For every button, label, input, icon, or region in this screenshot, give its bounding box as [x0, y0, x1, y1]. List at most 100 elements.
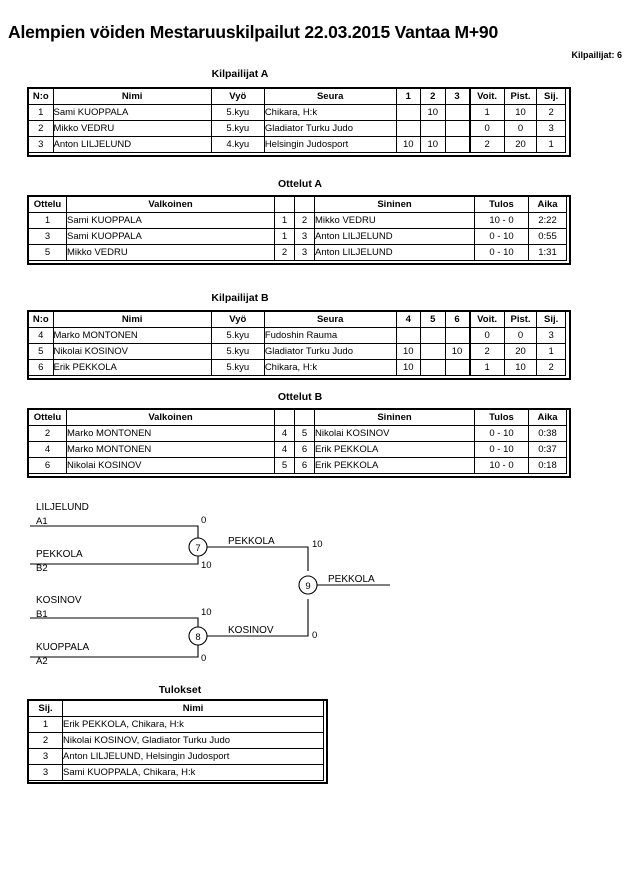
bracket-sf-bot-winner: KOSINOV [228, 625, 274, 636]
cell-rank: 3 [536, 327, 566, 344]
col-match: Ottelu [28, 196, 67, 213]
matches-b-header-row: Ottelu Valkoinen Sininen Tulos Aika [28, 409, 567, 426]
cell-blue-no: 5 [294, 425, 315, 442]
cell-m3 [444, 120, 470, 137]
cell-m2: 10 [420, 104, 446, 121]
col-rank: Sij. [536, 88, 566, 105]
col-result: Tulos [474, 409, 529, 426]
bracket-entry-seed: B1 [36, 609, 48, 620]
table-row: 3 Sami KUOPPALA 1 3 Anton LILJELUND 0 - … [28, 228, 567, 245]
bracket-node-8-label: 8 [195, 632, 200, 643]
col-club: Seura [263, 88, 397, 105]
col-m1: 1 [395, 88, 421, 105]
col-points: Pist. [503, 311, 538, 328]
table-row: 5 Nikolai KOSINOV 5.kyu Gladiator Turku … [28, 343, 566, 360]
bracket-connector-sf-top-to-final [207, 546, 309, 571]
col-white-no [274, 409, 295, 426]
bracket-entry-name: KOSINOV [36, 595, 82, 606]
col-belt: Vyö [210, 88, 265, 105]
bracket-connector-sf-bot-to-final [207, 599, 309, 637]
table-row: 2 Mikko VEDRU 5.kyu Gladiator Turku Judo… [28, 120, 566, 137]
cell-m6 [444, 359, 470, 376]
cell-blue: Erik PEKKOLA [314, 457, 475, 474]
cell-wins: 1 [468, 104, 505, 121]
col-time: Aika [528, 196, 567, 213]
col-m5: 5 [420, 311, 446, 328]
cell-match: 2 [28, 425, 67, 442]
cell-result: 0 - 10 [474, 228, 529, 245]
bracket-connector-a2 [30, 642, 199, 658]
col-m2: 2 [420, 88, 446, 105]
cell-match: 1 [28, 212, 67, 229]
cell-white: Sami KUOPPALA [66, 212, 275, 229]
bracket-connector-a1 [30, 525, 199, 545]
table-row: 4 Marko MONTONEN 4 6 Erik PEKKOLA 0 - 10… [28, 441, 567, 458]
cell-no: 1 [28, 104, 54, 121]
cell-blue-no: 2 [294, 212, 315, 229]
cell-belt: 4.kyu [210, 136, 265, 153]
cell-wins: 1 [468, 359, 505, 376]
cell-rank: 1 [536, 343, 566, 360]
table-row: 3 Anton LILJELUND 4.kyu Helsingin Judosp… [28, 136, 566, 153]
bracket-score-sf-top-upper: 0 [201, 515, 206, 526]
cell-m3 [444, 104, 470, 121]
bracket-connector-b1 [30, 617, 199, 631]
col-white: Valkoinen [66, 409, 275, 426]
cell-white: Marko MONTONEN [66, 441, 275, 458]
bracket-score-sf-bot-upper: 10 [201, 607, 212, 618]
cell-name: Mikko VEDRU [52, 120, 212, 137]
col-wins: Voit. [468, 88, 505, 105]
col-blue: Sininen [314, 409, 475, 426]
table-row: 2 Nikolai KOSINOV, Gladiator Turku Judo [28, 732, 324, 749]
cell-match: 3 [28, 228, 67, 245]
col-rank: Sij. [536, 311, 566, 328]
cell-blue: Anton LILJELUND [314, 244, 475, 261]
results-table: Sij. Nimi 1 Erik PEKKOLA, Chikara, H:k 2… [28, 700, 324, 781]
bracket-entry-name: LILJELUND [36, 502, 89, 513]
cell-m5 [420, 343, 446, 360]
tournament-bracket: LILJELUND A1 0 PEKKOLA B2 10 7 PEKKOLA 1… [0, 495, 630, 680]
col-white-no [274, 196, 295, 213]
bracket-node-7-label: 7 [195, 543, 200, 554]
bracket-score-final-lower: 0 [312, 630, 317, 641]
cell-wins: 0 [468, 327, 505, 344]
cell-name: Anton LILJELUND, Helsingin Judosport [62, 748, 324, 765]
cell-blue-no: 6 [294, 441, 315, 458]
cell-rank: 3 [536, 120, 566, 137]
cell-m4: 10 [395, 343, 421, 360]
cell-name: Anton LILJELUND [52, 136, 212, 153]
cell-white: Marko MONTONEN [66, 425, 275, 442]
cell-time: 0:38 [528, 425, 567, 442]
pool-a-header-row: N:o Nimi Vyö Seura 1 2 3 Voit. Pist. Sij… [28, 88, 566, 105]
cell-match: 5 [28, 244, 67, 261]
cell-rank: 3 [28, 764, 63, 781]
bracket-node-9-label: 9 [305, 581, 310, 592]
cell-match: 6 [28, 457, 67, 474]
cell-points: 0 [503, 327, 538, 344]
table-row: 1 Sami KUOPPALA 5.kyu Chikara, H:k 10 1 … [28, 104, 566, 121]
cell-name: Sami KUOPPALA, Chikara, H:k [62, 764, 324, 781]
col-name: Nimi [52, 311, 212, 328]
cell-blue: Anton LILJELUND [314, 228, 475, 245]
cell-no: 5 [28, 343, 54, 360]
cell-belt: 5.kyu [210, 359, 265, 376]
cell-time: 0:18 [528, 457, 567, 474]
table-row: 6 Nikolai KOSINOV 5 6 Erik PEKKOLA 10 - … [28, 457, 567, 474]
bracket-sf-top-winner: PEKKOLA [228, 536, 275, 547]
cell-points: 20 [503, 343, 538, 360]
col-blue-no [294, 409, 315, 426]
cell-white-no: 4 [274, 425, 295, 442]
col-club: Seura [263, 311, 397, 328]
cell-name: Marko MONTONEN [52, 327, 212, 344]
cell-m5 [420, 359, 446, 376]
cell-rank: 2 [536, 104, 566, 121]
matches-a-header-row: Ottelu Valkoinen Sininen Tulos Aika [28, 196, 567, 213]
section-title-matches-a: Ottelut A [278, 178, 322, 190]
col-name: Nimi [52, 88, 212, 105]
section-title-pool-b: Kilpailijat B [211, 292, 269, 304]
cell-belt: 5.kyu [210, 343, 265, 360]
results-header-row: Sij. Nimi [28, 700, 324, 717]
pool-b-table: N:o Nimi Vyö Seura 4 5 6 Voit. Pist. Sij… [28, 311, 566, 376]
cell-rank: 2 [28, 732, 63, 749]
cell-rank: 1 [28, 716, 63, 733]
